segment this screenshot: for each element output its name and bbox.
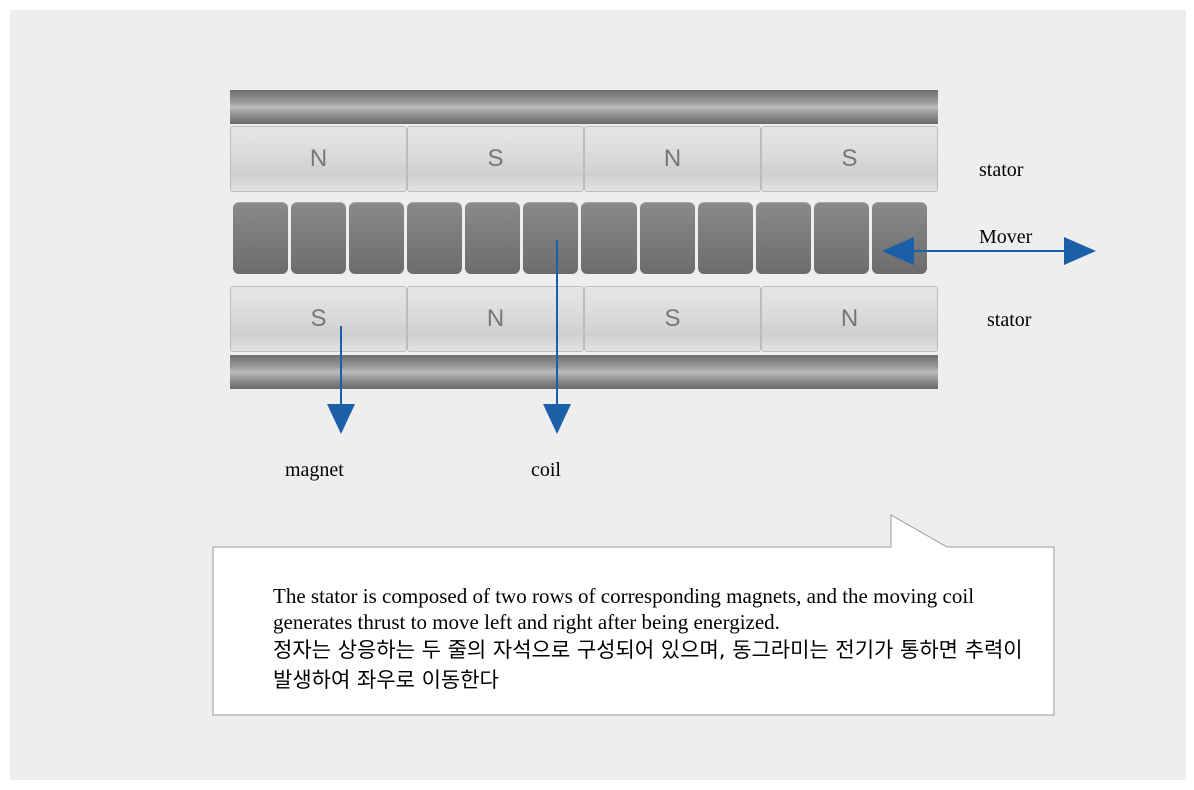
top-back-iron [230, 90, 938, 124]
callout-korean: 정자는 상응하는 두 줄의 자석으로 구성되어 있으며, 동그라미는 전기가 통… [273, 638, 1023, 692]
coil-block [871, 202, 927, 274]
coil-pointer-arrow [543, 240, 571, 434]
stator-top-label: stator [979, 159, 1024, 181]
coil-block [233, 202, 289, 274]
top-stator-magnets: N S N S [230, 126, 938, 192]
callout-english: The stator is composed of two rows of co… [273, 584, 975, 634]
coil-label: coil [531, 459, 561, 481]
callout-text: The stator is composed of two rows of co… [273, 583, 1033, 695]
magnet-block: S [761, 126, 938, 192]
bottom-back-iron [230, 355, 938, 389]
magnet-block: S [407, 126, 584, 192]
coil-block [755, 202, 811, 274]
coil-block [697, 202, 753, 274]
magnet-pointer-arrow [327, 326, 355, 434]
coil-block [523, 202, 579, 274]
coil-block [813, 202, 869, 274]
coil-block [349, 202, 405, 274]
magnet-block: N [761, 286, 938, 352]
coil-block [581, 202, 637, 274]
mover-coils [233, 202, 927, 274]
mover-double-arrow [882, 237, 1096, 265]
coil-block [465, 202, 521, 274]
magnet-block: N [407, 286, 584, 352]
bottom-stator-magnets: S N S N [230, 286, 938, 352]
coil-block [639, 202, 695, 274]
magnet-block: N [584, 126, 761, 192]
coil-block [407, 202, 463, 274]
mover-label: Mover [979, 226, 1033, 248]
magnet-block: N [230, 126, 407, 192]
coil-block [291, 202, 347, 274]
stator-bottom-label: stator [987, 309, 1032, 331]
magnet-block: S [584, 286, 761, 352]
magnet-block: S [230, 286, 407, 352]
magnet-label: magnet [285, 459, 344, 481]
